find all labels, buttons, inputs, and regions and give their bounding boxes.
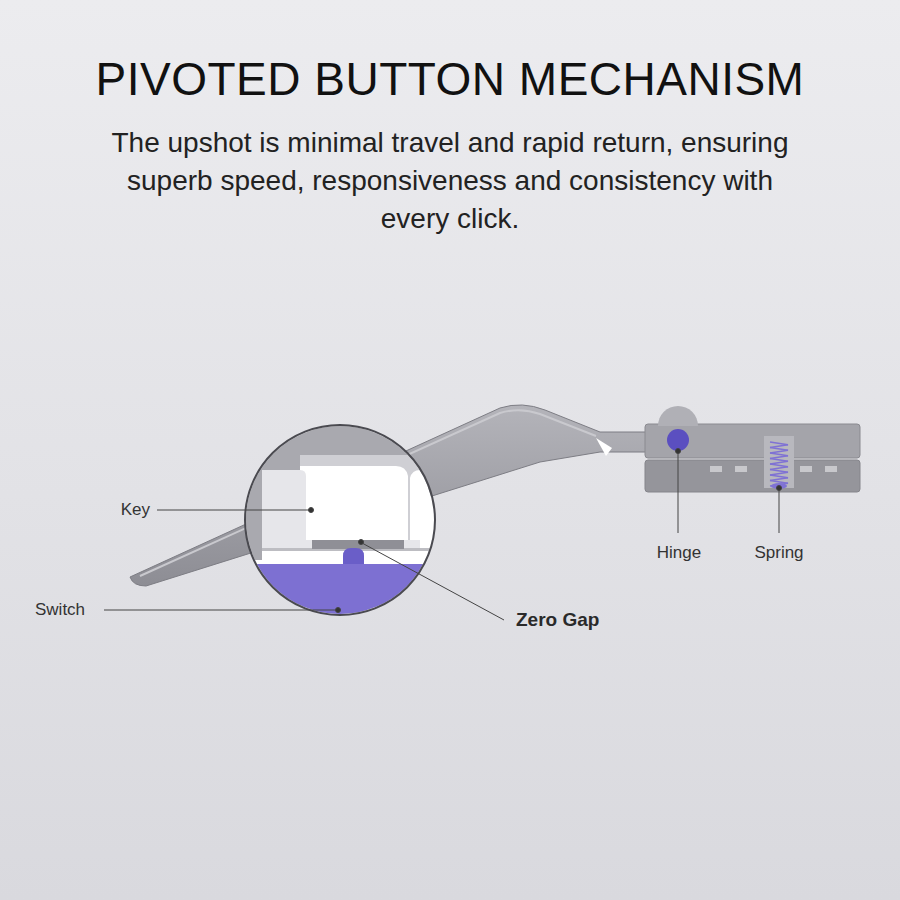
callout-label: Zero Gap: [516, 609, 599, 631]
hinge-arm: [645, 424, 860, 458]
part-label: Hinge: [657, 543, 701, 563]
hinge-boss: [658, 406, 698, 426]
magnified-view: [240, 420, 440, 624]
spring-pocket: [764, 436, 794, 488]
part-label: Spring: [754, 543, 803, 563]
base-plate: [645, 460, 860, 492]
spring-coil: [770, 442, 788, 486]
magnifier-ring: [245, 425, 435, 615]
part-label: Key: [121, 500, 150, 520]
leader-lines: [104, 449, 782, 621]
title: PIVOTED BUTTON MECHANISM: [0, 52, 900, 106]
key-gap-highlight: [596, 438, 612, 456]
hinge-pin: [667, 429, 689, 451]
part-label: Switch: [35, 600, 85, 620]
caption: The upshot is minimal travel and rapid r…: [100, 124, 800, 238]
